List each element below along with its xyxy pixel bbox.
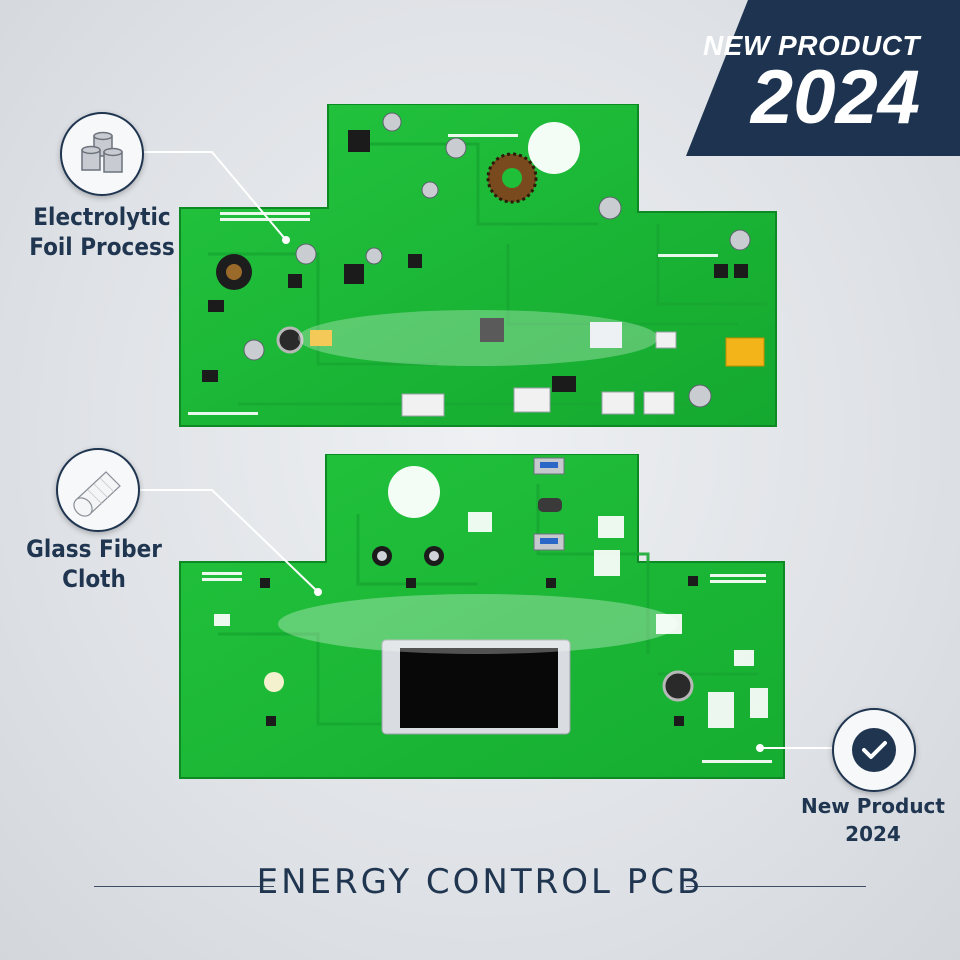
top-pcb-board: [179, 104, 777, 427]
check-circle-icon: [852, 728, 896, 772]
glass-fiber-label: Glass Fiber Cloth: [24, 534, 164, 594]
glass-fiber-label-line1: Glass Fiber: [26, 535, 162, 563]
fabric-roll-icon: [73, 471, 121, 517]
footer-title: ENERGY CONTROL PCB: [256, 862, 704, 902]
bottom-pcb-board: [179, 454, 785, 779]
electrolytic-foil-label: Electrolytic Foil Process: [22, 202, 182, 262]
electrolytic-foil-callout-icon: [60, 112, 144, 196]
new-product-banner: NEW PRODUCT 2024: [686, 0, 960, 156]
electrolytic-foil-label-line1: Electrolytic: [33, 203, 171, 231]
footer-divider-left: [94, 886, 274, 887]
new-product-label-line2: 2024: [845, 822, 901, 846]
glass-fiber-label-line2: Cloth: [62, 565, 126, 593]
banner-shape: [686, 0, 960, 156]
new-product-label: New Product 2024: [800, 792, 946, 848]
banner-line-1: NEW PRODUCT: [702, 30, 920, 61]
footer-divider-right: [686, 886, 866, 887]
glass-fiber-callout-icon: [56, 448, 140, 532]
new-product-callout-icon: [832, 708, 916, 792]
metal-cylinders-icon: [81, 131, 123, 173]
banner-line-2: 2024: [750, 55, 920, 140]
new-product-label-line1: New Product: [801, 794, 945, 818]
electrolytic-foil-label-line2: Foil Process: [29, 233, 175, 261]
